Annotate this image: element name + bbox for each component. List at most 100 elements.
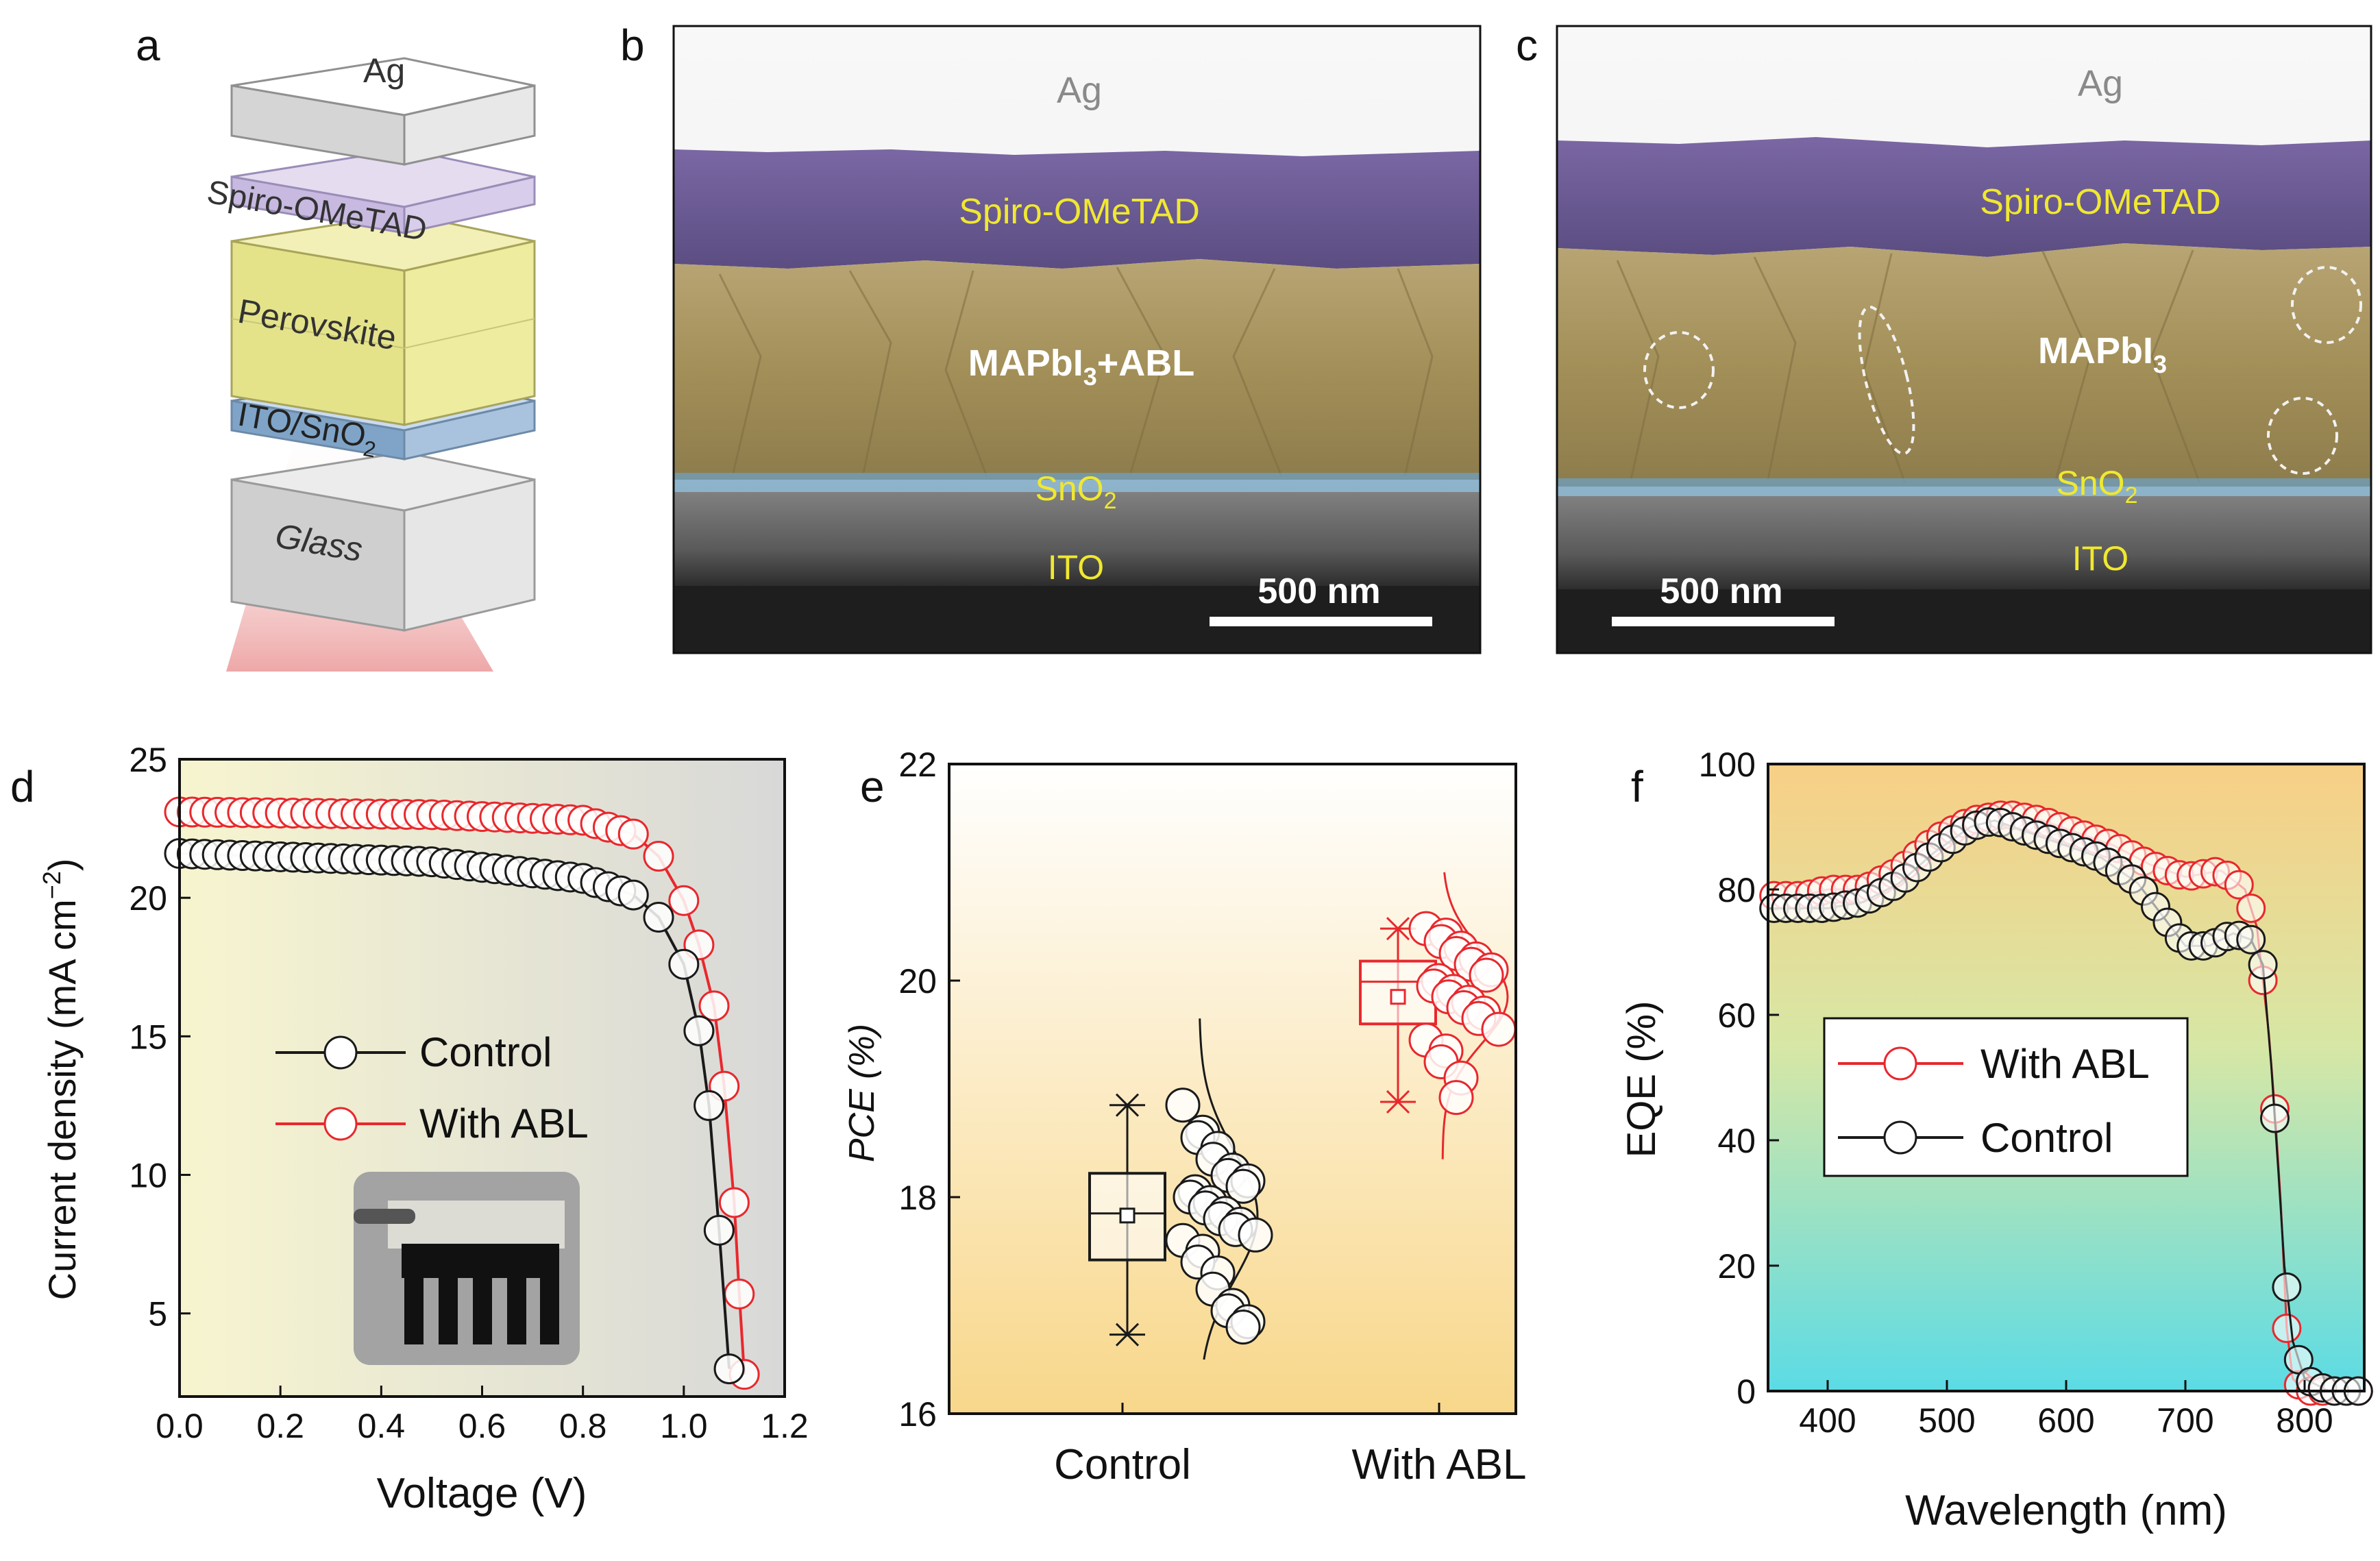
pce-point-abl-22 <box>1438 1080 1474 1116</box>
d-ytick-label-2: 15 <box>129 1018 167 1056</box>
sno2-layer-b <box>674 473 1480 493</box>
panel-a: a Glass ITO/SnO2 Perovskite <box>136 21 536 672</box>
scale-bar-c <box>1612 617 1835 626</box>
f-ytick-label-1: 20 <box>1717 1247 1756 1286</box>
plot-frame-d <box>178 758 786 1398</box>
spiro-label-c: Spiro-OMeTAD <box>1980 182 2221 222</box>
jv-point-control-41 <box>703 1214 735 1246</box>
defect-circle-2 <box>1858 306 1915 455</box>
f-ytick-label-5: 100 <box>1699 746 1756 784</box>
jv-point-abl-37 <box>643 841 674 872</box>
d-ytick-label-4: 25 <box>129 741 167 779</box>
defect-circle-1 <box>1643 331 1715 409</box>
inset-photo <box>354 1172 580 1365</box>
layer-ag: Ag <box>230 51 536 166</box>
series-group-e: Control With ABL <box>1054 872 1527 1488</box>
legend-box-f <box>1823 1017 2189 1177</box>
e-ytick-label-0: 16 <box>898 1395 937 1434</box>
jv-point-abl-42 <box>718 1187 750 1218</box>
ito-layer-c <box>1557 496 2371 592</box>
f-xtick-label-3: 700 <box>2157 1401 2213 1440</box>
jv-point-control-36 <box>617 879 649 911</box>
eqe-point-control-42 <box>2260 1103 2290 1133</box>
d-xtick-label-1: 0.2 <box>256 1407 304 1445</box>
jv-point-control-42 <box>713 1353 745 1385</box>
layer-spiro: Spiro-OMeTAD <box>204 148 536 248</box>
spiro-layer-c <box>1557 137 2371 257</box>
series-group-d <box>164 796 760 1390</box>
spiro-layer-b <box>674 149 1480 269</box>
film-label-b: MAPbI3+ABL <box>968 343 1195 391</box>
pce-point-control-8 <box>1225 1168 1261 1204</box>
legend-d: Control With ABL <box>275 1029 589 1146</box>
e-ytick-label-1: 18 <box>898 1179 937 1217</box>
plot-frame-f <box>1767 763 2366 1392</box>
f-xtick-label-4: 800 <box>2276 1401 2333 1440</box>
panel-c: c Ag Spiro-OMeTAD MAPbI3 SnO2 ITO <box>1516 21 2372 654</box>
layer-glass: Glass <box>230 451 536 632</box>
jv-point-abl-43 <box>724 1278 755 1310</box>
jv-point-control-38 <box>668 948 700 980</box>
legend-label-control-d: Control <box>419 1029 552 1075</box>
panel-b: b Ag Spiro-OMeTAD MAPbI3+ABL SnO2 ITO 50… <box>620 21 1482 654</box>
jv-point-control-40 <box>694 1090 725 1121</box>
defect-circle-4 <box>2291 266 2362 344</box>
eqe-point-control-40 <box>2236 924 2266 955</box>
sem-image-b <box>672 25 1482 654</box>
d-ytick-label-1: 10 <box>129 1157 167 1195</box>
jv-point-abl-36 <box>617 818 649 850</box>
sno2-label-c: SnO2 <box>2057 464 2138 508</box>
f-ytick-label-3: 60 <box>1717 996 1756 1035</box>
pce-point-abl-8 <box>1469 957 1504 993</box>
whisker-mark-b-abl-0 <box>1386 917 1410 941</box>
scale-label-c: 500 nm <box>1660 571 1782 611</box>
pce-point-control-26 <box>1225 1310 1261 1345</box>
e-ytick-label-3: 22 <box>898 746 937 784</box>
d-xtick-label-2: 0.4 <box>358 1407 406 1445</box>
d-xtick-label-4: 0.8 <box>559 1407 607 1445</box>
eqe-point-abl-43 <box>2272 1314 2302 1343</box>
ito-label-c: ITO <box>2072 539 2128 578</box>
y-axis-label-d: Current density (mA cm−2) <box>38 859 84 1301</box>
perovskite-layer-c <box>1557 243 2371 487</box>
scale-bar-b <box>1210 617 1432 626</box>
category-label-control: Control <box>1054 1441 1191 1488</box>
ag-label: Ag <box>363 51 405 90</box>
f-ytick-label-0: 0 <box>1737 1373 1756 1411</box>
d-ytick-label-0: 5 <box>148 1295 167 1333</box>
d-xtick-label-6: 1.2 <box>761 1407 809 1445</box>
jv-point-abl-40 <box>698 990 730 1022</box>
layer-perovskite: Perovskite <box>230 212 536 426</box>
ito-layer-b <box>674 492 1480 588</box>
panel-letter-d: d <box>10 762 35 811</box>
x-axis-label-d: Voltage (V) <box>377 1470 587 1517</box>
eqe-point-abl-40 <box>2236 893 2266 923</box>
sno2-layer-c <box>1557 478 2371 497</box>
f-xtick-label-0: 400 <box>1799 1401 1856 1440</box>
whisker-mark-b-control-0 <box>1115 1093 1140 1117</box>
d-xtick-label-3: 0.6 <box>458 1407 506 1445</box>
legend-label-abl-d: With ABL <box>419 1101 589 1146</box>
panel-letter-f: f <box>1631 762 1643 811</box>
sem-image-c <box>1556 25 2372 654</box>
ito-label-b: ITO <box>1048 548 1104 587</box>
film-label-c: MAPbI3 <box>2038 330 2167 378</box>
panel-letter-a: a <box>136 21 160 70</box>
e-ytick-label-2: 20 <box>898 962 937 1000</box>
ticks-e: 16 18 20 22 <box>898 746 1440 1434</box>
d-xtick-label-0: 0.0 <box>156 1407 204 1445</box>
jv-point-control-37 <box>643 901 674 933</box>
ag-label-b: Ag <box>1057 70 1102 111</box>
legend-f: With ABL Control <box>1823 1017 2189 1177</box>
legend-marker-abl-d <box>323 1107 358 1141</box>
scale-label-b: 500 nm <box>1258 571 1380 611</box>
whisker-mark-b-control-1 <box>1115 1323 1140 1347</box>
eqe-point-control-43 <box>2272 1272 2302 1302</box>
f-ytick-label-2: 40 <box>1717 1122 1756 1160</box>
f-xtick-label-1: 500 <box>1918 1401 1975 1440</box>
category-label-abl: With ABL <box>1352 1441 1527 1488</box>
